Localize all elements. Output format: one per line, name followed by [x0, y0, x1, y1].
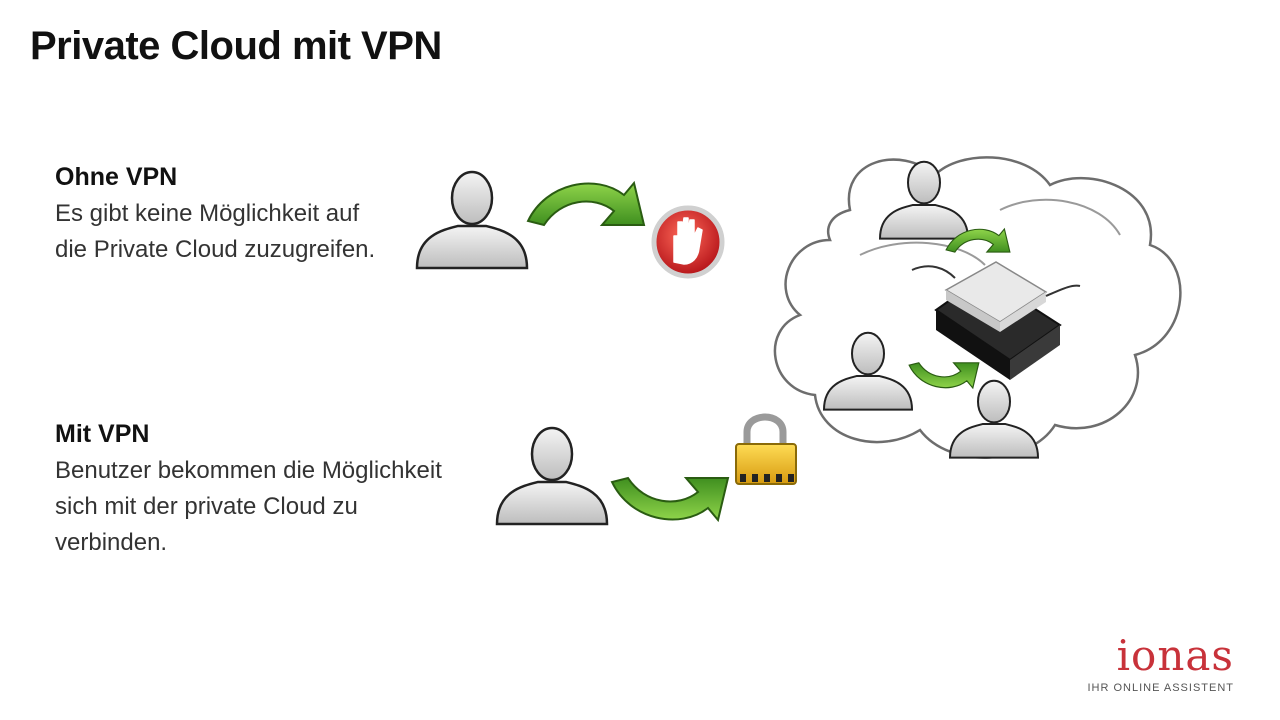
- section-mit-vpn: Mit VPN Benutzer bekommen die Möglichkei…: [55, 420, 475, 561]
- ionas-logo: ionas IHR ONLINE ASSISTENT: [1087, 631, 1234, 695]
- padlock-icon: [735, 413, 797, 485]
- arrow-icon: [611, 477, 729, 521]
- server-device-icon: [911, 261, 1081, 380]
- section-line: sich mit der private Cloud zu verbinden.: [55, 493, 358, 556]
- logo-tagline: IHR ONLINE ASSISTENT: [1087, 682, 1234, 694]
- section-text: Benutzer bekommen die Möglichkeit sich m…: [55, 453, 475, 561]
- section-line: die Private Cloud zuzugreifen.: [55, 236, 376, 263]
- arrow-icon: [527, 182, 645, 226]
- user-icon: [415, 170, 529, 270]
- section-ohne-vpn: Ohne VPN Es gibt keine Möglichkeit auf d…: [55, 163, 415, 268]
- section-line: Es gibt keine Möglichkeit auf: [55, 200, 360, 227]
- section-text: Es gibt keine Möglichkeit auf die Privat…: [55, 196, 415, 268]
- stop-hand-icon: [651, 205, 725, 279]
- section-heading: Mit VPN: [55, 420, 150, 448]
- section-heading: Ohne VPN: [55, 163, 178, 191]
- user-icon: [495, 426, 609, 526]
- page-title: Private Cloud mit VPN: [30, 24, 442, 68]
- section-line: Benutzer bekommen die Möglichkeit: [55, 457, 442, 484]
- logo-word: ionas: [1116, 631, 1234, 680]
